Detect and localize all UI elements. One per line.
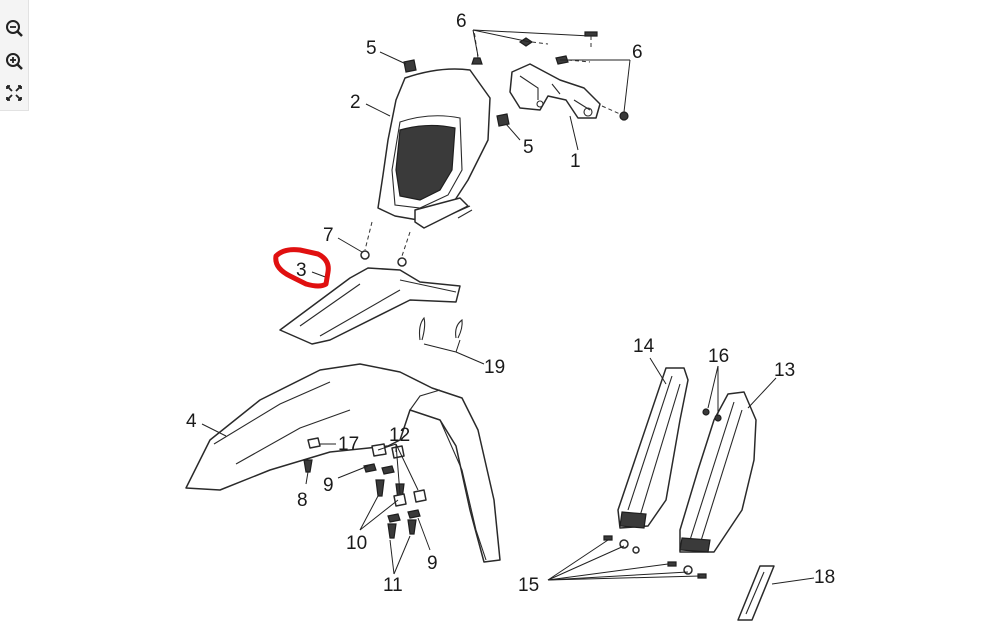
fit-to-screen-button[interactable] [0,79,28,109]
callout-15[interactable]: 15 [518,575,539,596]
part-13-right-fork-guard[interactable] [679,391,757,553]
viewer-toolbar [0,0,29,111]
callout-5-right[interactable]: 5 [523,137,534,158]
zoom-out-icon [6,20,23,37]
part-4-front-mudguard[interactable] [185,363,501,563]
zoom-out-button[interactable] [0,14,28,44]
callout-4[interactable]: 4 [186,411,197,432]
fit-to-screen-icon [6,85,22,101]
callout-2[interactable]: 2 [350,92,361,113]
part-19-cable-ties[interactable] [418,316,463,341]
mudguard-fasteners[interactable] [303,437,427,539]
leader-lines [201,29,815,585]
part-18-reflector-strip[interactable] [737,565,775,621]
callout-16[interactable]: 16 [708,346,729,367]
zoom-in-icon [6,53,23,70]
part-15-fasteners[interactable] [603,535,707,579]
callout-3[interactable]: 3 [296,260,307,281]
part-7-nuts[interactable] [360,221,411,267]
callout-7[interactable]: 7 [323,225,334,246]
callout-6-left[interactable]: 6 [456,11,467,32]
selected-callout-highlight [273,247,331,289]
callout-labels: 1 2 3 4 5 5 6 6 7 8 9 9 10 11 12 13 14 1… [186,11,835,596]
callout-9-left[interactable]: 9 [323,475,334,496]
zoom-in-button[interactable] [0,47,28,77]
callout-6-right[interactable]: 6 [632,42,643,63]
callout-17[interactable]: 17 [338,434,359,455]
callout-10[interactable]: 10 [346,533,367,554]
part-1-headlight-bracket[interactable] [509,63,601,119]
part-2-headlight-fairing[interactable] [377,68,491,229]
callout-1[interactable]: 1 [570,151,581,172]
part-3-fork-guard-strip[interactable] [279,267,461,345]
callout-14[interactable]: 14 [633,336,655,357]
callout-13[interactable]: 13 [774,360,795,381]
callout-5-top[interactable]: 5 [366,38,377,59]
callout-19[interactable]: 19 [484,357,505,378]
callout-11[interactable]: 11 [383,575,403,596]
callout-18[interactable]: 18 [814,567,835,588]
callout-8[interactable]: 8 [297,490,308,511]
part-5-clips[interactable] [403,59,510,127]
callout-12[interactable]: 12 [389,425,410,446]
part-16-screws[interactable] [702,408,722,422]
part-14-left-fork-guard[interactable] [617,367,689,529]
callout-9-right[interactable]: 9 [427,553,438,574]
